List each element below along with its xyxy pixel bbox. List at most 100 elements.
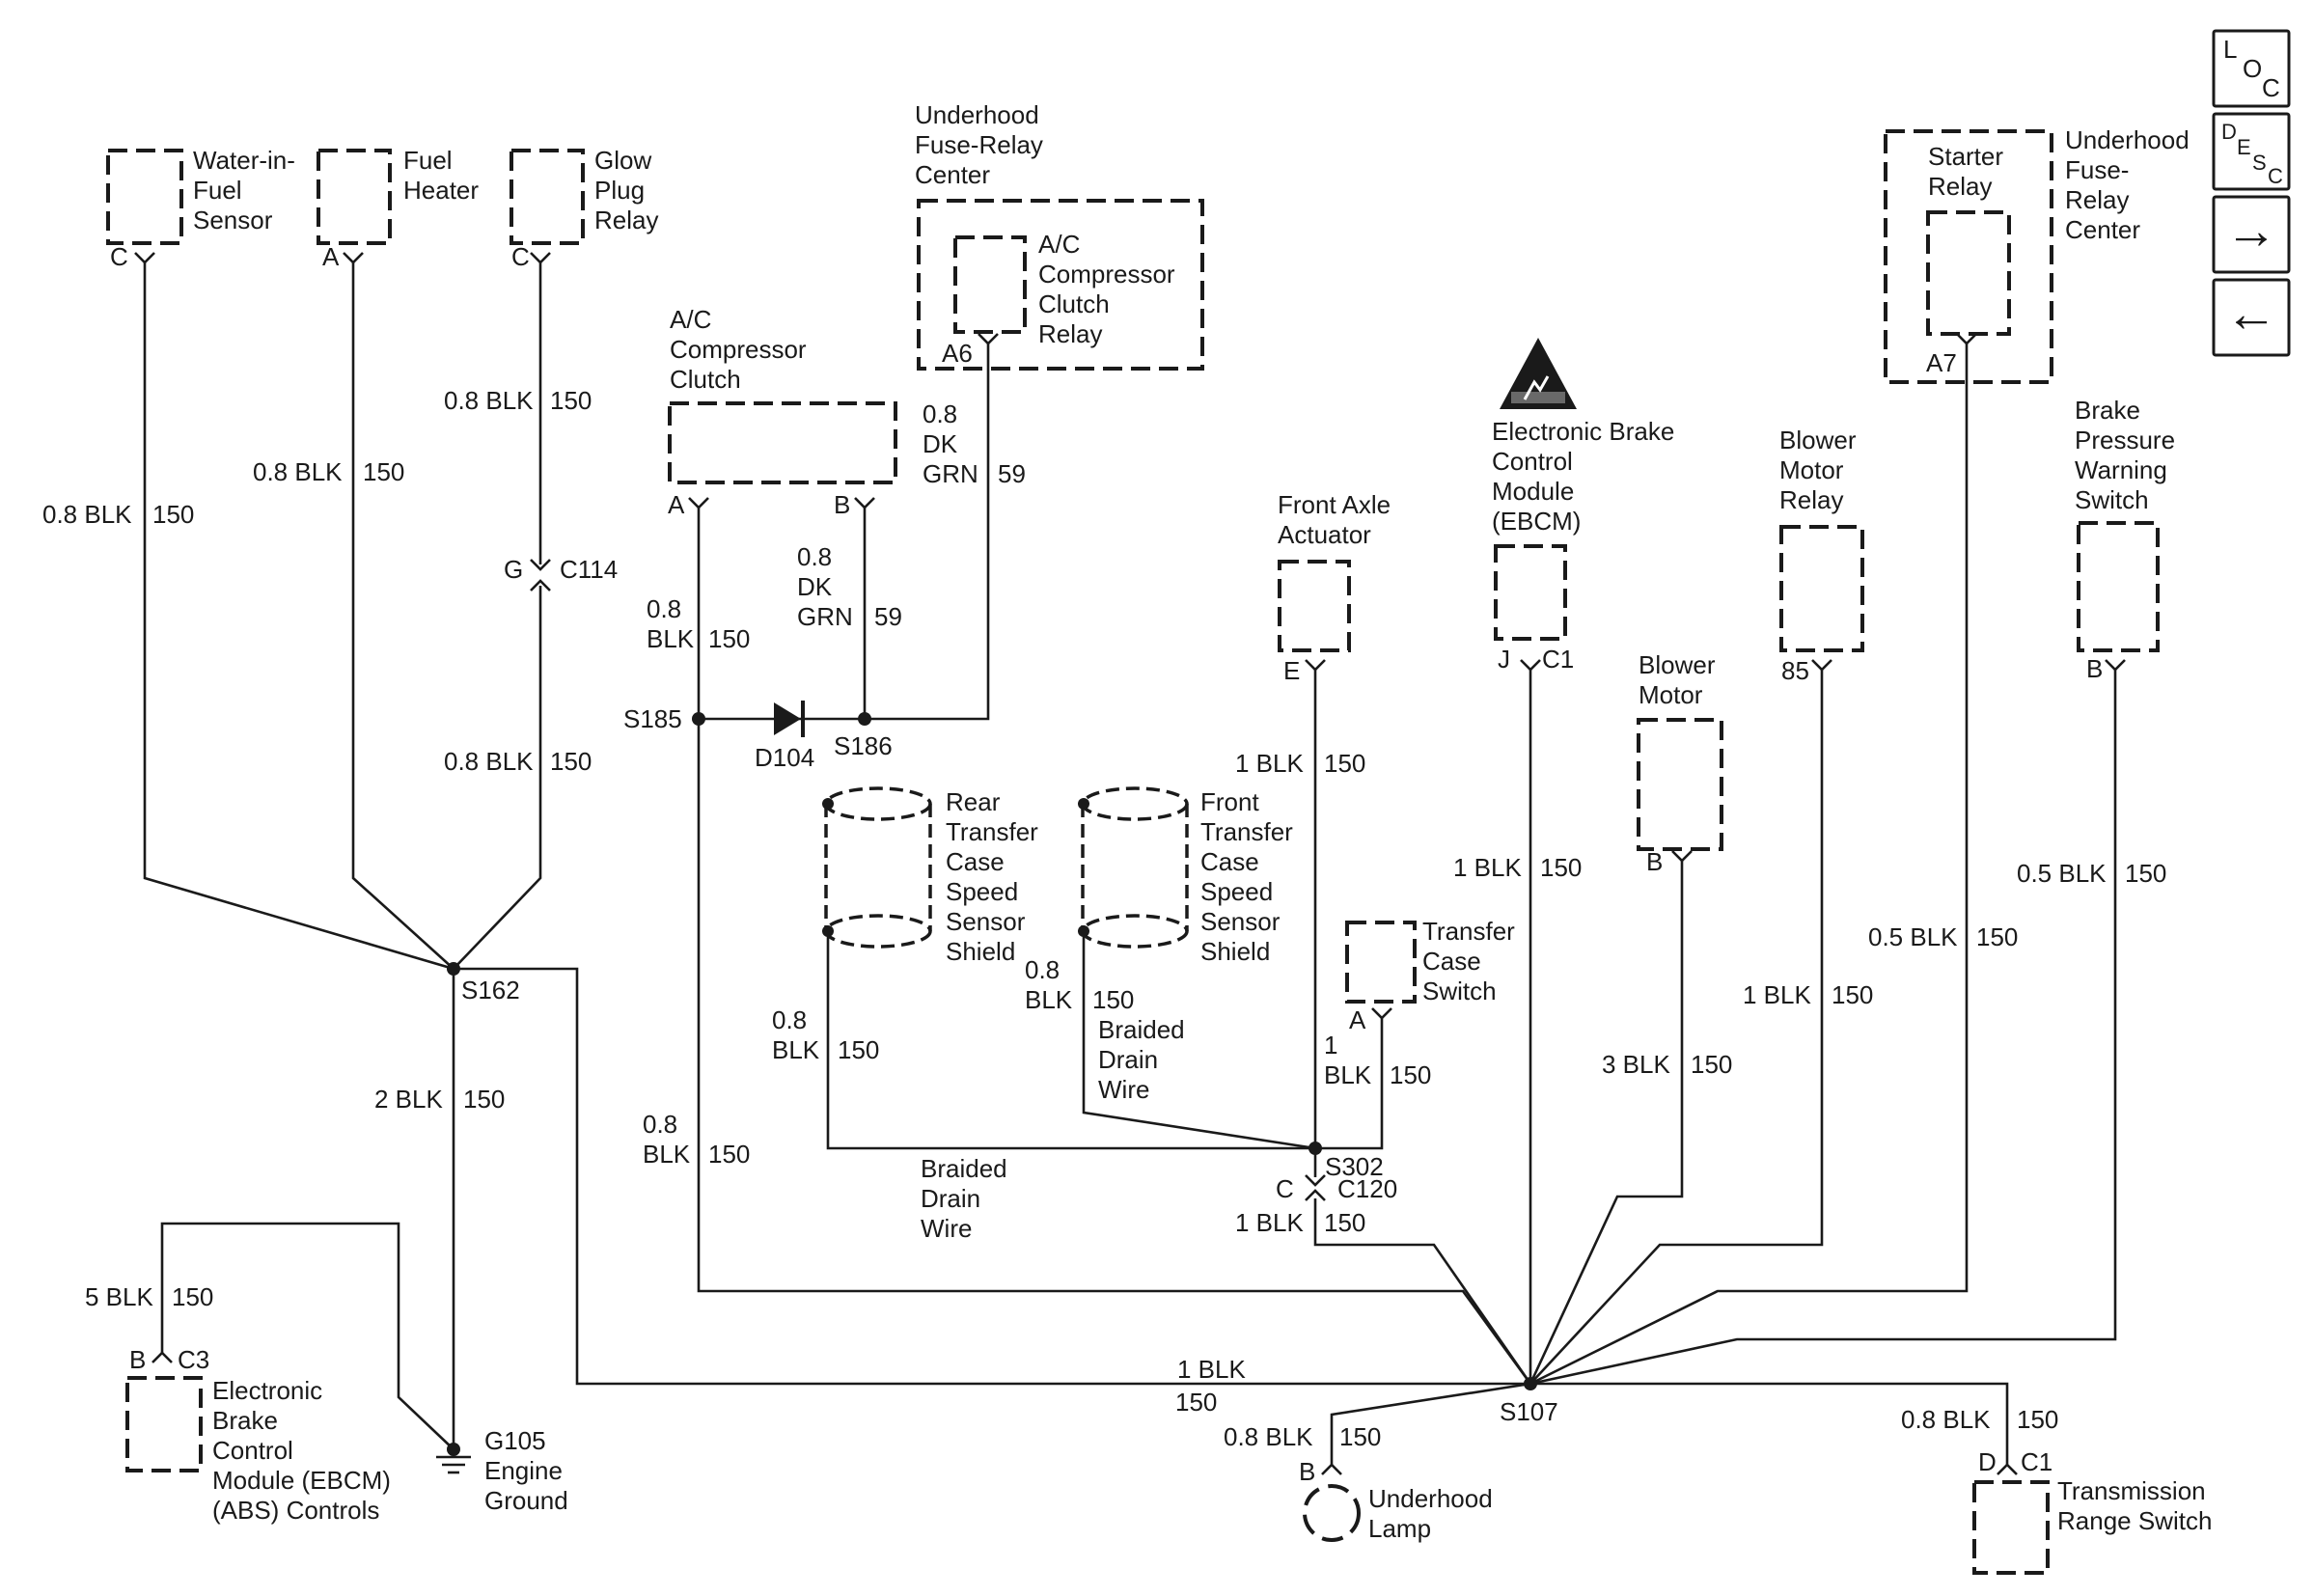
label-underhood-lamp: Underhood Lamp: [1368, 1484, 1500, 1543]
pin-brake-switch: B: [2086, 654, 2103, 683]
wire-label-relay-a6: 0.8 DK GRN 59: [923, 399, 1026, 488]
svg-text:D: D: [2221, 120, 2237, 144]
svg-text:0.5 BLK: 0.5 BLK: [1868, 922, 1958, 951]
svg-text:150: 150: [2125, 859, 2166, 888]
label-ground-g105: G105 Engine Ground: [484, 1426, 569, 1515]
splice-s302-label: S302: [1325, 1152, 1384, 1181]
label-fuse-relay-center-left: Underhood Fuse-Relay Center: [915, 100, 1050, 189]
pin-glow-plug-relay: C: [511, 242, 530, 271]
label-blower-motor-relay: Blower Motor Relay: [1779, 426, 1863, 514]
pin-blower-motor: B: [1646, 847, 1663, 876]
pin-fuel-heater: A: [322, 242, 340, 271]
pin-trans-switch: D: [1978, 1447, 1997, 1476]
svg-text:150: 150: [152, 500, 194, 529]
wire-water-in-fuel: [143, 262, 455, 971]
pin-starter-relay: A7: [1926, 348, 1957, 377]
wire-transfer-switch: [1315, 1018, 1384, 1150]
label-ac-clutch: A/C Compressor Clutch: [670, 305, 813, 394]
label-brake-pressure-switch: Brake Pressure Warning Switch: [2075, 396, 2182, 514]
ebcm-top-box: [1494, 544, 1567, 641]
svg-text:0.8 BLK: 0.8 BLK: [1901, 1405, 1991, 1434]
wire-label-trans-switch: 0.8 BLK 150: [1901, 1405, 2058, 1434]
splice-s186-dot: [858, 712, 871, 726]
label-water-in-fuel-sensor: Water-in- Fuel Sensor: [193, 146, 302, 234]
terminal-symbols: [134, 252, 2126, 1475]
label-front-shield: Front Transfer Case Speed Sensor Shield: [1200, 787, 1300, 966]
rear-shield-symbol: [824, 786, 932, 949]
label-ebcm-bottom: Electronic Brake Control Module (EBCM) (…: [212, 1376, 398, 1525]
connector-c120: [1305, 1174, 1326, 1201]
pin-labels: C A C A6 A B A7 J C1 E B 85 B A B C3 B D…: [110, 242, 2103, 1486]
label-fuel-heater: Fuel Heater: [403, 146, 479, 205]
component-labels: Water-in- Fuel Sensor Fuel Heater Glow P…: [193, 100, 2212, 1543]
pin-ebcm-top: J: [1498, 645, 1510, 674]
pin-c114: G: [504, 555, 523, 584]
wire-starter-relay: [1529, 344, 1969, 1386]
wire-trans-switch: [1530, 1382, 2009, 1465]
svg-text:150: 150: [1324, 749, 1365, 778]
splice-s162-label: S162: [461, 976, 520, 1004]
arrow-left-icon: ←: [2225, 285, 2277, 343]
trans-range-switch-box: [1972, 1480, 2050, 1575]
svg-text:150: 150: [550, 386, 592, 415]
label-starter-relay: Starter Relay: [1928, 142, 2010, 201]
ac-clutch-box: [668, 401, 897, 484]
wire-lamp: [1330, 1382, 1531, 1465]
next-button[interactable]: →: [2212, 195, 2291, 274]
fuse-relay-center-right-box: [1884, 129, 2053, 384]
wire-blower-motor: [1529, 861, 1684, 1385]
label-transfer-case-switch: Transfer Case Switch: [1422, 917, 1522, 1005]
svg-text:1 BLK: 1 BLK: [1177, 1355, 1246, 1384]
svg-text:150: 150: [2017, 1405, 2058, 1434]
esd-warning-icon: [1500, 338, 1577, 409]
label-glow-plug-relay: Glow Plug Relay: [594, 146, 658, 234]
underhood-lamp-symbol: [1303, 1484, 1361, 1542]
diode-d104: [774, 701, 805, 737]
svg-text:S: S: [2252, 151, 2267, 175]
pin-ac-clutch-b: B: [834, 490, 850, 519]
svg-text:E: E: [2237, 135, 2251, 159]
fuse-relay-center-left-box: [917, 199, 1204, 371]
prev-button[interactable]: ←: [2212, 278, 2291, 357]
ac-clutch-relay-box: [953, 235, 1027, 334]
svg-text:150: 150: [1339, 1422, 1381, 1451]
loc-button[interactable]: L O C: [2212, 29, 2291, 108]
splice-s185-label: S185: [623, 704, 682, 733]
conn-trans-switch: C1: [2021, 1447, 2052, 1476]
ebcm-bottom-box: [125, 1376, 203, 1472]
ground-g105-dot: [447, 1443, 460, 1456]
wire-label-lamp: 0.8 BLK 150: [1224, 1422, 1381, 1451]
svg-text:L: L: [2223, 35, 2237, 64]
splice-s162-dot: [447, 962, 460, 976]
wire-label-s185-down: 0.8 BLK 150: [643, 1110, 750, 1169]
label-rear-shield: Rear Transfer Case Speed Sensor Shield: [946, 787, 1045, 966]
wire-label-clutch-a: 0.8 BLK 150: [647, 594, 750, 653]
wire-label-front-shield: 0.8 BLK 150: [1025, 955, 1134, 1014]
glow-plug-relay-box: [510, 149, 585, 245]
splice-s185-dot: [692, 712, 705, 726]
splice-s107-label: S107: [1500, 1397, 1558, 1426]
svg-text:0.8 BLK: 0.8 BLK: [1224, 1422, 1313, 1451]
svg-text:150: 150: [172, 1282, 213, 1311]
starter-relay-box: [1926, 210, 2011, 336]
svg-text:1 BLK: 1 BLK: [1235, 749, 1304, 778]
wire-s185-s107: [697, 719, 1532, 1385]
desc-button[interactable]: D E S C: [2212, 112, 2291, 191]
front-shield-symbol: [1081, 786, 1189, 949]
svg-text:2 BLK: 2 BLK: [374, 1085, 443, 1114]
label-fuse-relay-center-right: Underhood Fuse- Relay Center: [2065, 125, 2196, 244]
wire-label-front-drain: Braided Drain Wire: [1098, 1015, 1192, 1104]
wire-label-rear-shield: 0.8 BLK 150: [772, 1005, 879, 1064]
water-in-fuel-sensor-box: [106, 149, 183, 245]
